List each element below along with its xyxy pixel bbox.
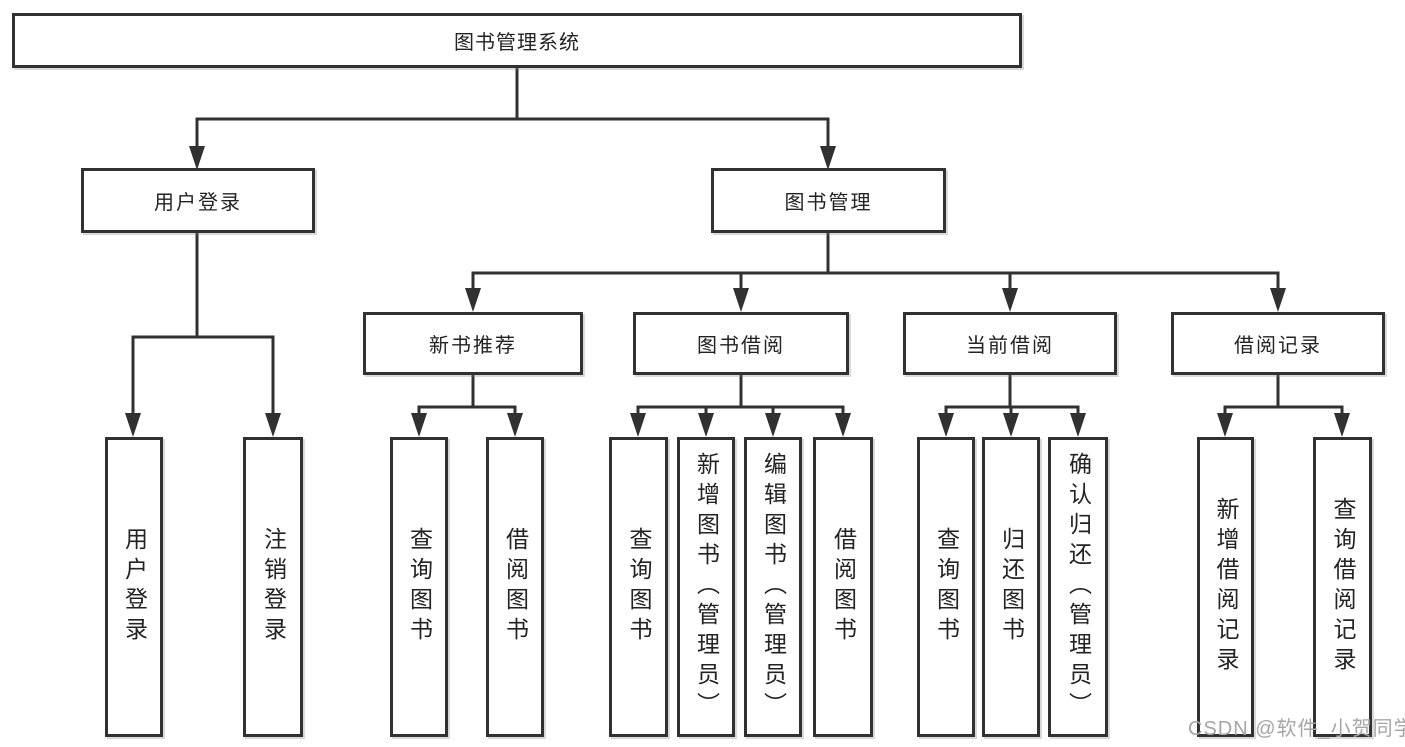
connector-records [1223, 375, 1344, 417]
leaf-current-confirm-return-admin: 确认归还（管理员） [1048, 437, 1108, 737]
connector-lines [131, 68, 1344, 417]
leaf-borrow-borrow-book-label: 借阅图书 [830, 527, 857, 647]
arrow-down-icon [765, 413, 781, 437]
arrow-down-icon [835, 413, 851, 437]
arrowhead-icons [125, 146, 1350, 437]
arrow-down-icon [1070, 413, 1086, 437]
node-borrow-records-label: 借阅记录 [1234, 335, 1322, 357]
arrow-down-icon [1003, 413, 1019, 437]
leaf-records-query-record-label: 查询借阅记录 [1330, 497, 1356, 677]
node-new-book-recommend: 新书推荐 [363, 312, 583, 375]
connector-login [131, 233, 275, 417]
leaf-logout-label: 注销登录 [260, 527, 287, 647]
leaf-current-return-book: 归还图书 [982, 437, 1040, 737]
leaf-current-confirm-return-admin-label: 确认归还（管理员） [1065, 452, 1092, 722]
leaf-current-query-book: 查询图书 [917, 437, 975, 737]
node-book-manage: 图书管理 [711, 168, 946, 233]
watermark: CSDN @软件_小贺同学 [1188, 718, 1405, 740]
leaf-current-query-book-label: 查询图书 [933, 527, 960, 647]
arrow-down-icon [189, 146, 205, 170]
connector-recommend [417, 375, 517, 417]
node-root: 图书管理系统 [12, 13, 1022, 68]
arrow-down-icon [465, 288, 481, 312]
leaf-records-add-record-label: 新增借阅记录 [1213, 497, 1239, 677]
node-book-manage-label: 图书管理 [784, 192, 873, 214]
connector-borrow [636, 375, 845, 417]
connector-manage [471, 233, 1280, 292]
leaf-borrow-edit-book-admin-label: 编辑图书（管理员） [760, 452, 787, 722]
arrow-down-icon [125, 413, 141, 437]
leaf-recommend-query-book: 查询图书 [390, 437, 448, 737]
node-new-book-recommend-label: 新书推荐 [429, 335, 517, 357]
node-root-label: 图书管理系统 [454, 32, 580, 54]
leaf-user-login-label: 用户登录 [121, 527, 148, 647]
connector-current [944, 375, 1080, 417]
leaf-recommend-query-book-label: 查询图书 [406, 527, 433, 647]
node-user-login-label: 用户登录 [154, 192, 242, 214]
arrow-down-icon [733, 288, 749, 312]
node-book-borrow: 图书借阅 [633, 312, 849, 375]
node-book-borrow-label: 图书借阅 [697, 335, 785, 357]
leaf-borrow-add-book-admin-label: 新增图书（管理员） [693, 452, 720, 722]
node-borrow-records: 借阅记录 [1171, 312, 1385, 375]
leaf-user-login: 用户登录 [105, 437, 163, 737]
leaf-logout: 注销登录 [243, 437, 303, 737]
arrow-down-icon [1002, 288, 1018, 312]
node-current-borrow-label: 当前借阅 [966, 335, 1054, 357]
leaf-borrow-query-book: 查询图书 [609, 437, 668, 737]
arrow-down-icon [630, 413, 646, 437]
leaf-borrow-borrow-book: 借阅图书 [813, 437, 873, 737]
leaf-borrow-query-book-label: 查询图书 [626, 527, 652, 647]
arrow-down-icon [1334, 413, 1350, 437]
connector-root [195, 68, 830, 150]
arrow-down-icon [938, 413, 954, 437]
leaf-recommend-borrow-book-label: 借阅图书 [502, 527, 529, 647]
arrow-down-icon [411, 413, 427, 437]
leaf-recommend-borrow-book: 借阅图书 [486, 437, 544, 737]
leaf-records-add-record: 新增借阅记录 [1197, 437, 1254, 737]
arrow-down-icon [698, 413, 714, 437]
arrow-down-icon [820, 146, 836, 170]
node-current-borrow: 当前借阅 [903, 312, 1117, 375]
leaf-records-query-record: 查询借阅记录 [1313, 437, 1372, 737]
arrow-down-icon [507, 413, 523, 437]
leaf-borrow-add-book-admin: 新增图书（管理员） [677, 437, 735, 737]
arrow-down-icon [1270, 288, 1286, 312]
node-user-login: 用户登录 [81, 168, 315, 233]
leaf-current-return-book-label: 归还图书 [998, 527, 1025, 647]
leaf-borrow-edit-book-admin: 编辑图书（管理员） [744, 437, 802, 737]
arrow-down-icon [1217, 413, 1233, 437]
arrow-down-icon [265, 413, 281, 437]
